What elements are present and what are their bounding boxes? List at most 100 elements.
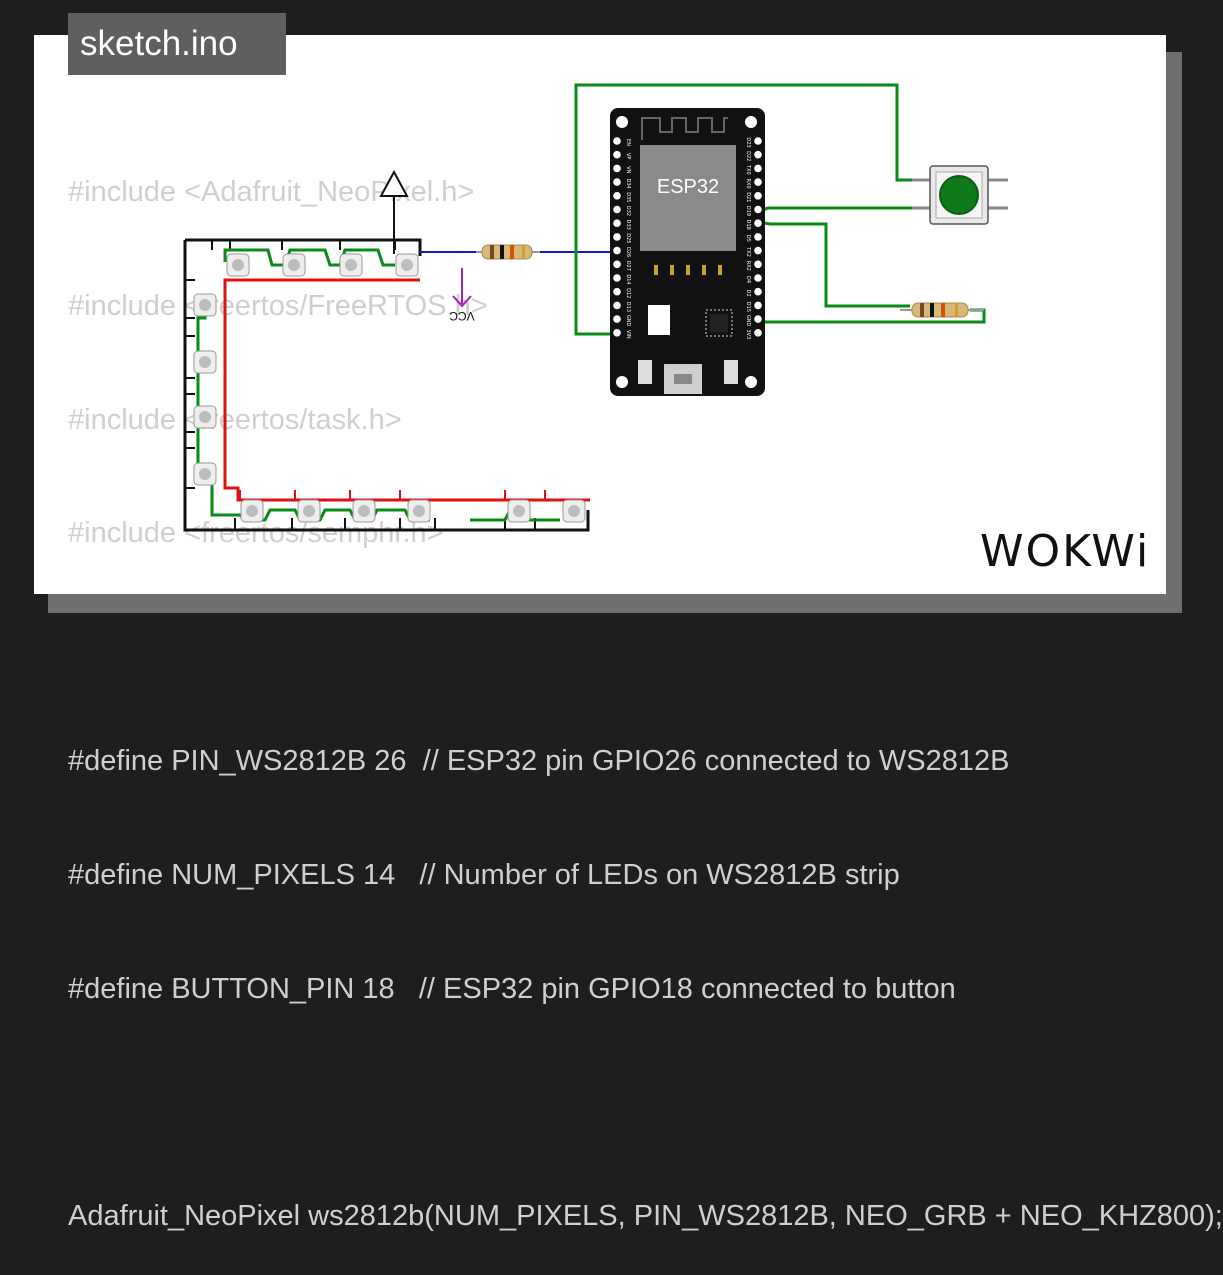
pin-left-vin[interactable] — [613, 329, 621, 337]
pin-left-vp[interactable] — [613, 150, 621, 159]
led-pixel[interactable] — [352, 499, 376, 523]
pin-right-tx2[interactable] — [754, 246, 762, 255]
pin-left-gnd[interactable] — [613, 315, 621, 323]
pin-right-gnd[interactable] — [754, 315, 762, 323]
pin-left-d27[interactable] — [613, 260, 621, 269]
esp32-board[interactable]: ESP32 — [610, 108, 765, 396]
pin-left-d35[interactable] — [613, 192, 621, 200]
pin-right-d19[interactable] — [754, 205, 762, 214]
pin-left-d34[interactable] — [613, 178, 621, 186]
pin-label: D5 — [745, 235, 751, 242]
pin-right-d18[interactable] — [754, 219, 762, 227]
led-pixel[interactable] — [193, 293, 217, 317]
pin-label: GND — [745, 315, 751, 327]
pin-label: VP — [625, 153, 631, 159]
circuit-diagram: VCC — [183, 83, 1008, 532]
pin-left-d26[interactable] — [613, 246, 621, 255]
vcc-symbol: VCC — [449, 268, 475, 323]
ground-symbol — [379, 169, 409, 254]
code-line: Adafruit_NeoPixel ws2812b(NUM_PIXELS, PI… — [68, 1200, 1223, 1233]
pin-left-vn[interactable] — [613, 164, 621, 173]
pin-label: D4 — [745, 276, 751, 283]
pin-left-d33[interactable] — [613, 219, 621, 227]
led-pixel[interactable] — [407, 499, 431, 523]
code-line: #include <freertos/semphr.h> — [68, 517, 444, 550]
code-line — [68, 625, 1223, 673]
led-pixel[interactable] — [297, 499, 321, 523]
led-pixel[interactable] — [507, 499, 531, 523]
pin-left-d14[interactable] — [613, 274, 621, 282]
pin-label: D26 — [625, 247, 631, 257]
pin-label: TX0 — [745, 164, 751, 175]
led-pixel[interactable] — [339, 253, 363, 277]
led-pixel[interactable] — [562, 499, 586, 523]
pin-label: GND — [625, 315, 631, 327]
led-pixel[interactable] — [193, 405, 217, 429]
pin-label: RX2 — [745, 261, 751, 271]
esp32-label: ESP32 — [657, 176, 719, 198]
pin-label: D14 — [625, 274, 631, 284]
led-pixel[interactable] — [395, 253, 419, 277]
pin-left-d25[interactable] — [613, 233, 621, 241]
pin-label: TX2 — [745, 246, 751, 257]
pin-label: D22 — [745, 151, 751, 161]
pin-label: D32 — [625, 206, 631, 216]
pin-right-tx0[interactable] — [754, 164, 762, 173]
led-pixel[interactable] — [226, 253, 250, 277]
pin-label: D12 — [625, 288, 631, 298]
code-line: #define BUTTON_PIN 18 // ESP32 pin GPIO1… — [68, 972, 956, 1005]
pin-right-3v3[interactable] — [754, 329, 762, 337]
led-pixel[interactable] — [193, 350, 217, 374]
data-resistor[interactable] — [476, 244, 540, 260]
pin-right-d15[interactable] — [754, 301, 762, 310]
wokwi-logo: WOKWi — [980, 526, 1150, 577]
pin-label: 3V3 — [745, 329, 751, 339]
code-line: #define PIN_WS2812B 26 // ESP32 pin GPIO… — [68, 744, 1010, 777]
code-preview: #include <Adafruit_NeoPixel.h> #include … — [68, 104, 1223, 1275]
pin-label: D13 — [625, 302, 631, 312]
pin-label: EN — [625, 139, 631, 146]
pin-left-en[interactable] — [613, 137, 621, 145]
code-line: #include <freertos/task.h> — [68, 403, 402, 436]
pin-label: D15 — [745, 302, 751, 312]
pulldown-resistor[interactable] — [900, 302, 984, 318]
pin-right-d22[interactable] — [754, 150, 762, 159]
preview-card — [34, 35, 1166, 594]
pin-left-d12[interactable] — [613, 287, 621, 296]
pin-label: D21 — [745, 192, 751, 202]
pin-label: D34 — [625, 178, 631, 188]
filename-tab[interactable]: sketch.ino — [68, 13, 286, 75]
code-line: #define NUM_PIXELS 14 // Number of LEDs … — [68, 858, 900, 891]
wokwi-logo-text: WOKWi — [980, 526, 1150, 577]
pushbutton[interactable] — [912, 165, 1008, 225]
pin-right-d2[interactable] — [754, 287, 762, 296]
pin-label: D2 — [745, 290, 751, 297]
strip-data-trace — [196, 248, 560, 522]
vcc-label: VCC — [449, 309, 475, 323]
pin-right-rx0[interactable] — [754, 178, 762, 186]
pin-label: D27 — [625, 261, 631, 271]
pin-label: RX0 — [745, 179, 751, 189]
pin-label: VIN — [625, 330, 631, 339]
pin-label: D33 — [625, 220, 631, 230]
led-pixel[interactable] — [240, 499, 264, 523]
led-pixel[interactable] — [282, 253, 306, 277]
code-line: #include <freertos/FreeRTOS.h> — [68, 289, 488, 322]
pin-right-rx2[interactable] — [754, 260, 762, 269]
pin-right-d23[interactable] — [754, 137, 762, 145]
pin-label: D35 — [625, 192, 631, 202]
pin-left-d13[interactable] — [613, 301, 621, 310]
ws2812b-leds — [193, 253, 586, 523]
code-line: #include <Adafruit_NeoPixel.h> — [68, 176, 475, 208]
pin-label: D18 — [745, 220, 751, 230]
pin-right-d5[interactable] — [754, 233, 762, 241]
led-pixel[interactable] — [193, 462, 217, 486]
pin-left-d32[interactable] — [613, 205, 621, 214]
pin-right-d21[interactable] — [754, 192, 762, 200]
strip-power-trace — [223, 278, 590, 502]
pin-label: D23 — [745, 137, 751, 147]
led-strip — [183, 238, 590, 532]
pin-right-d4[interactable] — [754, 274, 762, 282]
code-line — [68, 1080, 1223, 1128]
pin-label: D25 — [625, 233, 631, 243]
